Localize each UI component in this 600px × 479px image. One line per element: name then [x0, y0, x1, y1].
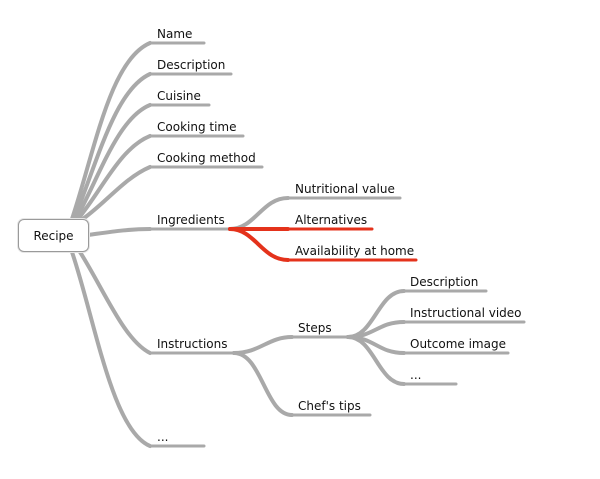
branch-step-video: [346, 320, 406, 339]
node-instructions[interactable]: Instructions: [157, 337, 228, 351]
branch-nutritional-value: [228, 196, 290, 231]
node-more[interactable]: ...: [157, 430, 169, 444]
node-step-more[interactable]: ...: [410, 368, 422, 382]
branch-steps: [232, 335, 294, 355]
node-name[interactable]: Name: [157, 27, 193, 41]
underlines-level1: [148, 41, 264, 448]
node-cuisine[interactable]: Cuisine: [157, 89, 201, 103]
node-alternatives[interactable]: Alternatives: [295, 213, 368, 227]
node-instructional-video[interactable]: Instructional video: [410, 306, 522, 320]
node-ingredients[interactable]: Ingredients: [157, 213, 225, 227]
branch-step-more: [346, 335, 406, 386]
branch-cooking-method: [78, 165, 152, 223]
node-availability-at-home[interactable]: Availability at home: [295, 244, 415, 258]
node-chefs-tips[interactable]: Chef's tips: [298, 399, 361, 413]
branch-cuisine: [74, 103, 152, 221]
branch-availability-at-home: [228, 227, 290, 262]
root-node-recipe[interactable]: Recipe: [18, 219, 89, 252]
node-outcome-image[interactable]: Outcome image: [410, 337, 506, 351]
ingredients-branches: [228, 196, 418, 262]
branch-cooking-time: [76, 134, 152, 221]
branch-instructions: [78, 250, 152, 355]
branch-root-to-level1: [70, 41, 152, 448]
node-steps[interactable]: Steps: [298, 321, 332, 335]
branch-description: [72, 72, 152, 221]
node-cooking-time[interactable]: Cooking time: [157, 120, 237, 134]
node-step-description[interactable]: Description: [410, 275, 479, 289]
node-cooking-method[interactable]: Cooking method: [157, 151, 256, 165]
steps-branches: [346, 289, 526, 386]
branch-ingredients: [86, 227, 152, 237]
branch-chefs-tips: [232, 351, 294, 417]
branch-more: [70, 250, 152, 448]
node-nutritional-value[interactable]: Nutritional value: [295, 182, 395, 196]
instructions-branches: [232, 335, 372, 417]
branch-name: [70, 41, 152, 221]
node-description[interactable]: Description: [157, 58, 226, 72]
